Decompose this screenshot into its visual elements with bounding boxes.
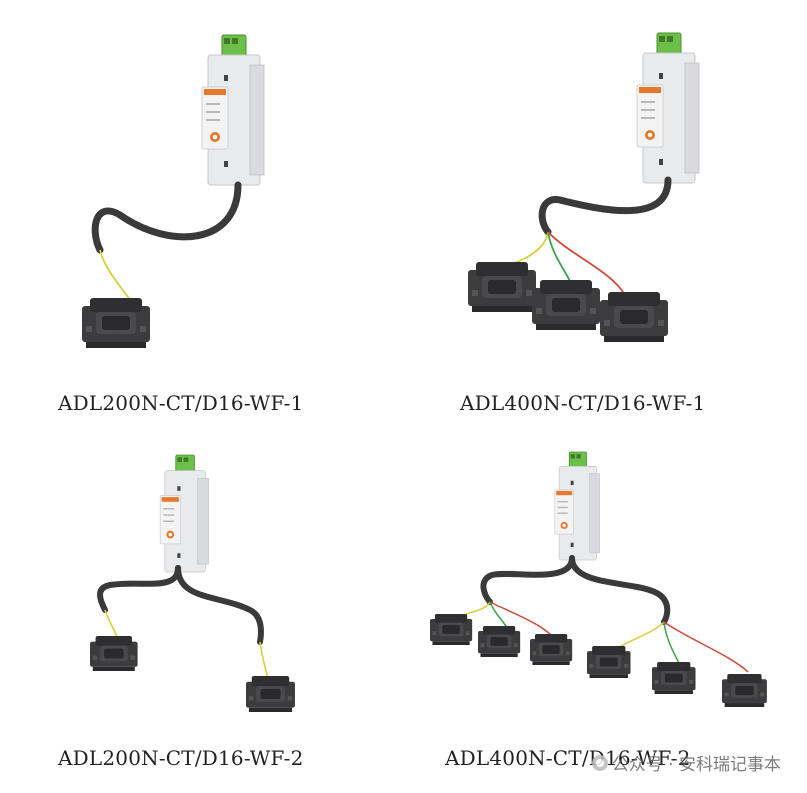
- wire-red-b: [663, 621, 749, 673]
- meter-module: [554, 451, 600, 561]
- wire-red: [547, 231, 626, 296]
- product-2-caption: ADL400N-CT/D16-WF-1: [460, 391, 706, 415]
- ct-sensor-3: [530, 634, 573, 665]
- meter-module: [201, 34, 265, 186]
- signal-cable: [538, 176, 672, 236]
- product-3-illustration: [90, 454, 295, 712]
- ct-sensor-a: [468, 262, 536, 312]
- product-4-caption: ADL400N-CT/D16-WF-2: [445, 746, 691, 770]
- wire-green: [547, 231, 573, 286]
- signal-cable: [91, 181, 242, 254]
- meter-module: [159, 454, 209, 573]
- ct-sensor: [82, 298, 150, 348]
- product-4-illustration: [430, 451, 767, 707]
- ct-sensor-6: [722, 674, 767, 707]
- product-1-caption: ADL200N-CT/D16-WF-1: [58, 391, 304, 415]
- signal-cable-b: [175, 565, 264, 645]
- ct-sensor-2: [478, 626, 521, 657]
- ct-sensor-a: [90, 636, 138, 671]
- meter-module: [636, 32, 700, 184]
- wire-green-b: [663, 621, 681, 666]
- ct-sensor-b: [246, 676, 295, 712]
- ct-sensor-b: [532, 280, 600, 330]
- ct-sensor-c: [600, 292, 668, 342]
- product-3-caption: ADL200N-CT/D16-WF-2: [58, 746, 304, 770]
- watermark-text: 公众号 · 安科瑞记事本: [611, 755, 781, 775]
- signal-cable-a: [480, 555, 575, 605]
- product-1-illustration: [82, 34, 265, 348]
- wire-yellow: [99, 249, 131, 301]
- wire-yellow-b: [613, 621, 665, 651]
- signal-cable-a: [97, 565, 181, 613]
- wire-yellow-b: [259, 641, 269, 679]
- ct-sensor-5: [652, 662, 696, 694]
- wire-yellow-a: [104, 609, 119, 641]
- wechat-icon: [591, 754, 608, 771]
- watermark: 公众号 · 安科瑞记事本: [591, 750, 781, 775]
- ct-sensor-4: [587, 646, 631, 678]
- signal-cable-b: [569, 555, 671, 625]
- ct-sensor-1: [430, 614, 473, 645]
- product-2-illustration: [468, 32, 700, 342]
